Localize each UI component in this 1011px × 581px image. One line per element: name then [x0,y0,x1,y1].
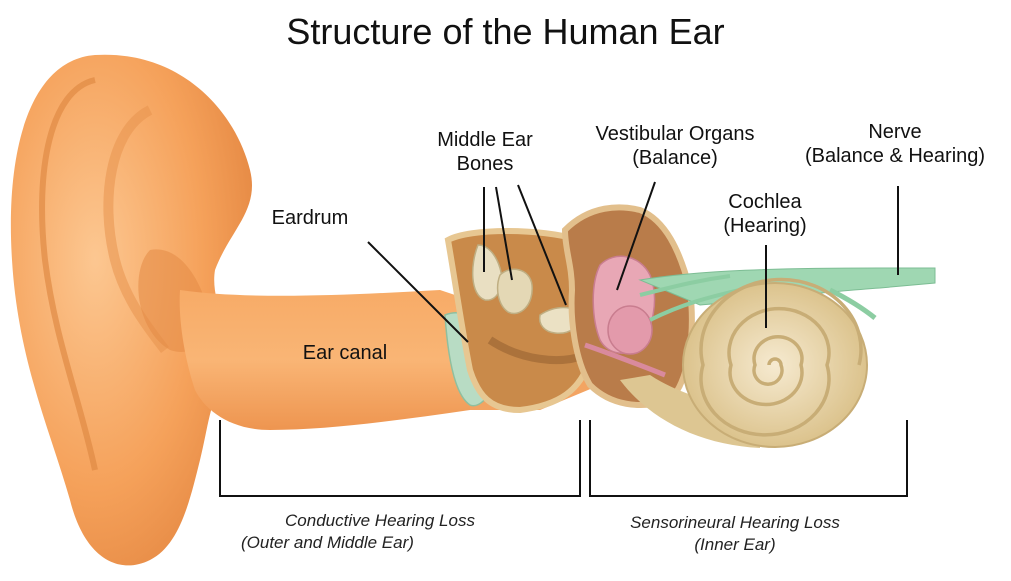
bracket-label-sensorineural: Sensorineural Hearing Loss (Inner Ear) [590,512,880,556]
label-nerve-line2: (Balance & Hearing) [785,144,1005,168]
label-nerve-line1: Nerve [785,120,1005,144]
label-middle-ear-bones-line1: Middle Ear [410,128,560,152]
label-middle-ear-bones-line2: Bones [410,152,560,176]
diagram-title: Structure of the Human Ear [0,10,1011,54]
bracket-label-conductive-line2: (Outer and Middle Ear) [235,532,525,554]
label-cochlea-line1: Cochlea [705,190,825,214]
label-ear-canal-text: Ear canal [285,341,405,365]
label-vestibular-organs-line1: Vestibular Organs [575,122,775,146]
ossicle-incus [498,269,533,313]
label-eardrum-text: Eardrum [255,206,365,230]
label-cochlea-line2: (Hearing) [705,214,825,238]
label-ear-canal: Ear canal [285,341,405,365]
label-middle-ear-bones: Middle Ear Bones [410,128,560,176]
label-cochlea: Cochlea (Hearing) [705,190,825,238]
bracket-label-conductive-line1: Conductive Hearing Loss [235,510,525,532]
bracket-label-sensorineural-line2: (Inner Ear) [590,534,880,556]
label-nerve: Nerve (Balance & Hearing) [785,120,1005,168]
label-eardrum: Eardrum [255,206,365,230]
inner-ear [565,207,692,405]
label-vestibular-organs: Vestibular Organs (Balance) [575,122,775,170]
bracket-conductive [220,420,580,496]
vestibule [608,306,652,354]
bracket-label-sensorineural-line1: Sensorineural Hearing Loss [590,512,880,534]
bracket-label-conductive: Conductive Hearing Loss (Outer and Middl… [235,510,525,554]
label-vestibular-organs-line2: (Balance) [575,146,775,170]
